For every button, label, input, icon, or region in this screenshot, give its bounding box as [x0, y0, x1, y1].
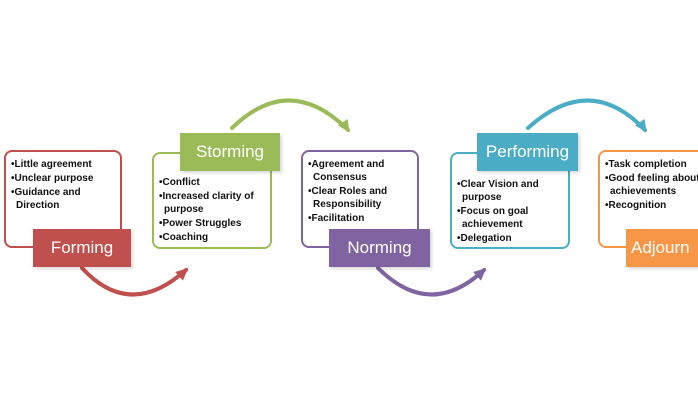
- connector-arrow-3: [376, 266, 486, 297]
- arrowhead-icon: [338, 119, 350, 133]
- storming-label: Storming: [180, 133, 280, 171]
- performing-label: Performing: [477, 133, 578, 171]
- adjourning-item-list: Task completion Good feeling about achie…: [605, 158, 698, 212]
- forming-label: Forming: [33, 229, 131, 267]
- storming-item: Increased clarity of purpose: [159, 190, 264, 216]
- norming-label: Norming: [329, 229, 430, 267]
- adjourning-item: Recognition: [605, 199, 698, 212]
- storming-item: Power Struggles: [159, 217, 264, 230]
- norming-item: Clear Roles and Responsibility: [308, 185, 411, 211]
- adjourning-item: Good feeling about achievements: [605, 172, 698, 198]
- connector-arrow-4: [526, 98, 647, 132]
- arrowhead-icon: [635, 119, 647, 133]
- performing-item-list: Clear Vision and purpose Focus on goal a…: [457, 178, 562, 245]
- storming-item: Coaching: [159, 231, 264, 244]
- norming-item-list: Agreement and Consensus Clear Roles and …: [308, 158, 411, 225]
- forming-item: Little agreement: [11, 158, 114, 171]
- forming-item-list: Little agreement Unclear purpose Guidanc…: [11, 158, 114, 212]
- forming-item: Unclear purpose: [11, 172, 114, 185]
- adjourning-label: Adjourn: [626, 229, 698, 267]
- forming-item: Guidance and Direction: [11, 186, 114, 212]
- adjourning-item: Task completion: [605, 158, 698, 171]
- storming-item: Conflict: [159, 176, 264, 189]
- arrowhead-icon: [473, 267, 487, 281]
- performing-item: Clear Vision and purpose: [457, 178, 562, 204]
- storming-item-list: Conflict Increased clarity of purpose Po…: [159, 176, 264, 244]
- connector-arrow-2: [230, 98, 350, 132]
- performing-item: Delegation: [457, 232, 562, 245]
- performing-item: Focus on goal achievement: [457, 205, 562, 231]
- norming-item: Agreement and Consensus: [308, 158, 411, 184]
- arrowhead-icon: [175, 267, 189, 281]
- connector-arrow-1: [80, 266, 188, 297]
- norming-item: Facilitation: [308, 212, 411, 225]
